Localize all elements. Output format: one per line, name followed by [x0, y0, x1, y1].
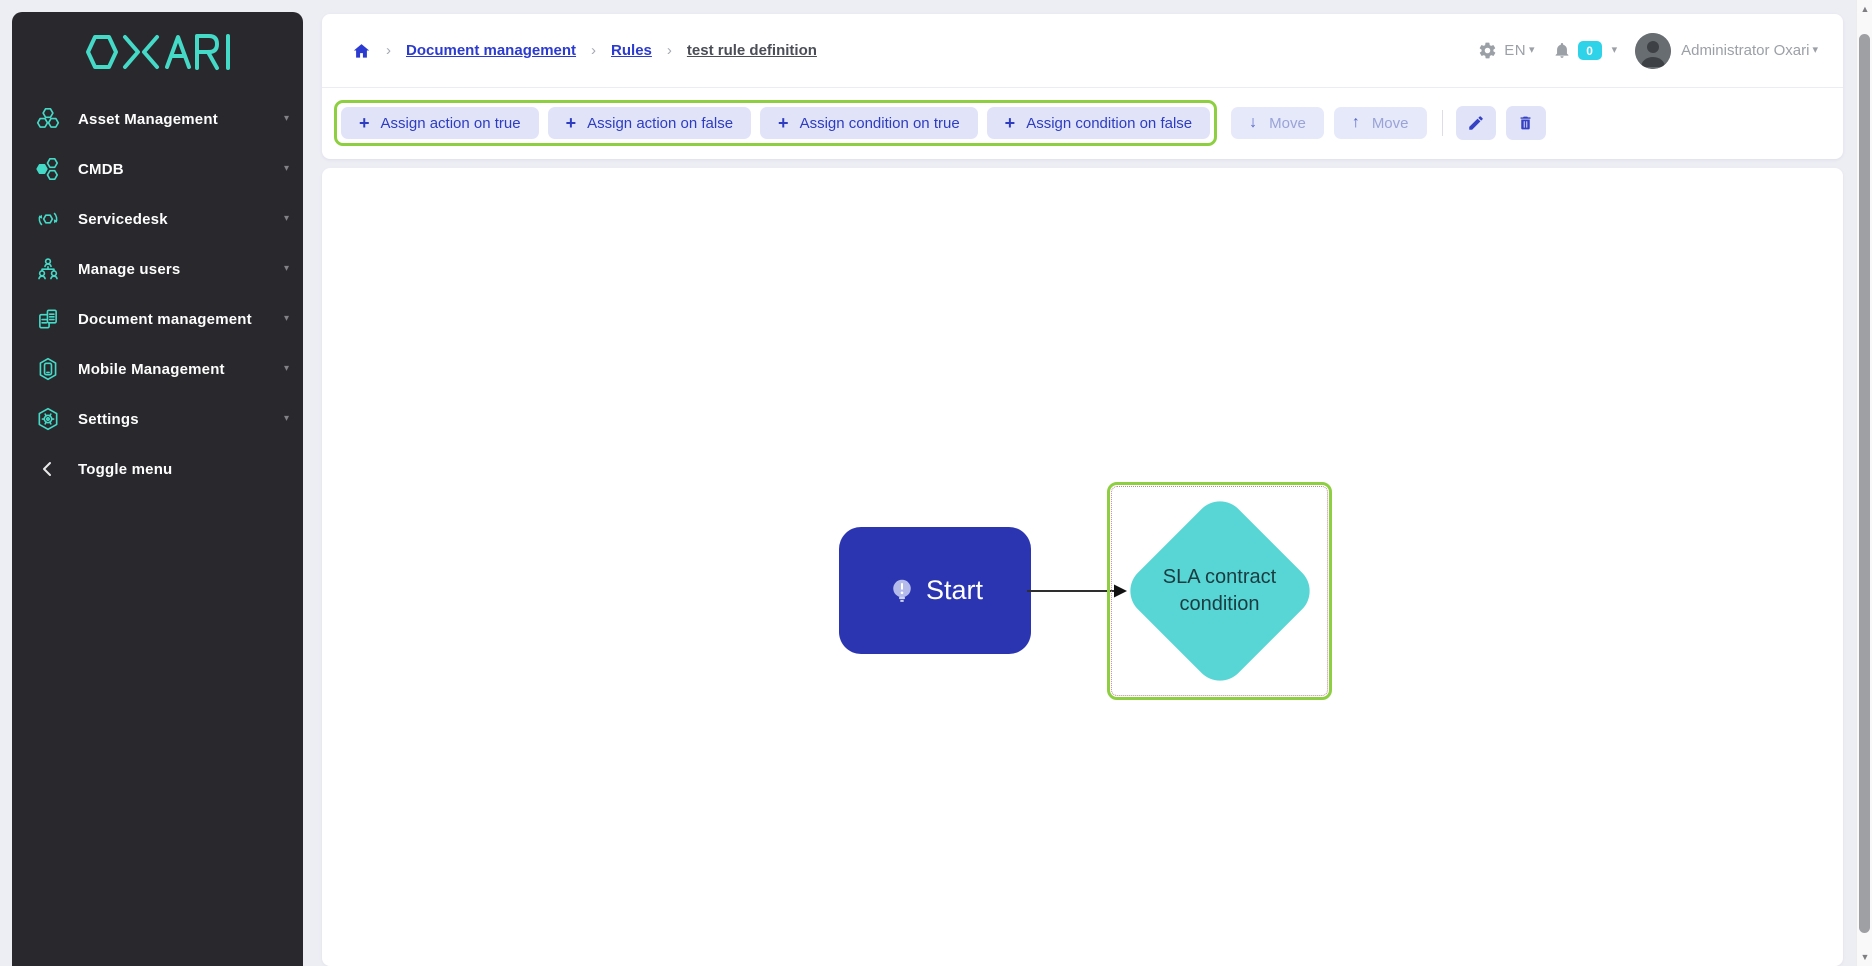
move-buttons: ↓ Move ↑ Move — [1231, 107, 1427, 139]
oxari-logo-icon: OXARI — [85, 34, 230, 70]
home-icon — [353, 43, 370, 58]
sidebar-item-label: Mobile Management — [78, 360, 225, 378]
move-down-button[interactable]: ↓ Move — [1231, 107, 1324, 139]
delete-button[interactable] — [1505, 106, 1546, 140]
toolbar: + Assign action on true + Assign action … — [322, 88, 1843, 158]
sidebar-item-label: Settings — [78, 410, 139, 428]
language-selector[interactable]: EN — [1504, 42, 1527, 59]
sidebar-item-cmdb[interactable]: CMDB ▾ — [12, 144, 303, 194]
breadcrumb-separator: › — [666, 42, 672, 59]
notifications-bell-icon[interactable] — [1553, 41, 1571, 60]
manage-users-icon — [34, 256, 62, 282]
arrow-down-icon: ↓ — [1249, 114, 1258, 131]
plus-icon: + — [565, 113, 577, 133]
connector-arrow — [1027, 584, 1127, 598]
move-up-button[interactable]: ↑ Move — [1333, 107, 1427, 139]
asset-management-icon — [34, 106, 62, 132]
document-management-icon — [34, 306, 62, 332]
cmdb-icon — [34, 156, 62, 182]
breadcrumb-current: test rule definition — [686, 42, 817, 59]
settings-icon — [34, 406, 62, 432]
sidebar-item-label: Document management — [78, 310, 252, 328]
sidebar-item-mobile-management[interactable]: Mobile Management ▾ — [12, 344, 303, 394]
assign-action-on-false-button[interactable]: + Assign action on false — [547, 107, 752, 139]
plus-icon: + — [1004, 113, 1016, 133]
sidebar-item-servicedesk[interactable]: Servicedesk ▾ — [12, 194, 303, 244]
plus-icon: + — [359, 113, 370, 133]
condition-node-label: SLA contract condition — [1162, 566, 1277, 615]
settings-gear-icon[interactable] — [1478, 41, 1497, 60]
user-avatar[interactable] — [1635, 32, 1672, 69]
chevron-down-icon[interactable]: ▾ — [1611, 44, 1618, 56]
pencil-icon — [1468, 116, 1483, 130]
assign-buttons-highlight-group: + Assign action on true + Assign action … — [334, 100, 1218, 146]
sidebar-item-document-management[interactable]: Document management ▾ — [12, 294, 303, 344]
sidebar-item-asset-management[interactable]: Asset Management ▾ — [12, 94, 303, 144]
sidebar: OXARI Asset Management ▾ — [12, 12, 303, 966]
arrow-up-icon: ↑ — [1351, 114, 1360, 131]
toggle-menu-button[interactable]: Toggle menu — [12, 444, 303, 494]
button-label: Assign condition on true — [799, 114, 960, 132]
chevron-down-icon: ▾ — [283, 413, 289, 424]
toolbar-divider — [1441, 110, 1443, 136]
scroll-down-icon[interactable]: ▼ — [1860, 952, 1870, 962]
breadcrumb-row: › Document management › Rules › test rul… — [322, 14, 1843, 88]
rule-flow-canvas[interactable]: Start SLA contract condition — [322, 168, 1843, 966]
button-label: Assign action on false — [587, 114, 734, 132]
sidebar-item-label: Asset Management — [78, 110, 218, 128]
assign-action-on-true-button[interactable]: + Assign action on true — [341, 107, 539, 139]
sidebar-item-label: CMDB — [78, 160, 124, 178]
start-node-label: Start — [925, 575, 984, 605]
chevron-down-icon: ▾ — [283, 163, 289, 174]
trash-icon — [1520, 116, 1531, 130]
button-label: Assign action on true — [380, 114, 521, 132]
breadcrumb-separator: › — [591, 42, 597, 59]
assign-condition-on-false-button[interactable]: + Assign condition on false — [986, 107, 1211, 139]
chevron-down-icon: ▾ — [283, 363, 289, 374]
button-label: Assign condition on false — [1026, 114, 1193, 132]
chevron-down-icon: ▾ — [283, 263, 289, 274]
notification-count-badge[interactable]: 0 — [1577, 41, 1602, 60]
button-label: Move — [1269, 114, 1306, 132]
header-card: › Document management › Rules › test rul… — [322, 14, 1843, 159]
edit-button[interactable] — [1455, 106, 1496, 140]
button-label: Move — [1371, 114, 1409, 132]
sidebar-item-manage-users[interactable]: Manage users ▾ — [12, 244, 303, 294]
scrollbar-thumb[interactable] — [1859, 34, 1870, 933]
sidebar-item-label: Servicedesk — [78, 210, 168, 228]
chevron-down-icon: ▾ — [283, 113, 289, 124]
home-breadcrumb-link[interactable] — [352, 42, 371, 60]
condition-node-selection[interactable]: SLA contract condition — [1107, 482, 1332, 700]
assign-condition-on-true-button[interactable]: + Assign condition on true — [760, 107, 978, 139]
scroll-up-icon[interactable]: ▲ — [1860, 4, 1870, 14]
chevron-down-icon: ▾ — [283, 313, 289, 324]
header-actions: EN ▾ 0 ▾ Administrator Oxari ▾ — [1478, 32, 1821, 69]
chevron-down-icon: ▾ — [283, 213, 289, 224]
mobile-management-icon — [34, 356, 62, 382]
sidebar-item-label: Manage users — [78, 260, 181, 278]
alert-bulb-icon — [893, 579, 911, 602]
breadcrumb-link-rules[interactable]: Rules — [611, 42, 652, 59]
vertical-scrollbar[interactable]: ▲ ▼ — [1856, 0, 1872, 966]
breadcrumb: › Document management › Rules › test rul… — [352, 42, 817, 60]
user-name[interactable]: Administrator Oxari — [1681, 42, 1810, 59]
sidebar-nav: Asset Management ▾ CMDB ▾ — [12, 82, 303, 494]
brand-logo: OXARI — [12, 12, 303, 82]
chevron-down-icon[interactable]: ▾ — [1529, 44, 1535, 56]
chevron-down-icon[interactable]: ▾ — [1812, 44, 1818, 56]
start-node[interactable]: Start — [839, 527, 1031, 654]
toggle-menu-label: Toggle menu — [78, 460, 173, 478]
sidebar-item-settings[interactable]: Settings ▾ — [12, 394, 303, 444]
breadcrumb-link-document-management[interactable]: Document management — [406, 42, 577, 59]
breadcrumb-separator: › — [386, 42, 391, 59]
chevron-left-icon — [34, 456, 62, 482]
plus-icon: + — [778, 113, 789, 133]
servicedesk-icon — [34, 206, 62, 232]
